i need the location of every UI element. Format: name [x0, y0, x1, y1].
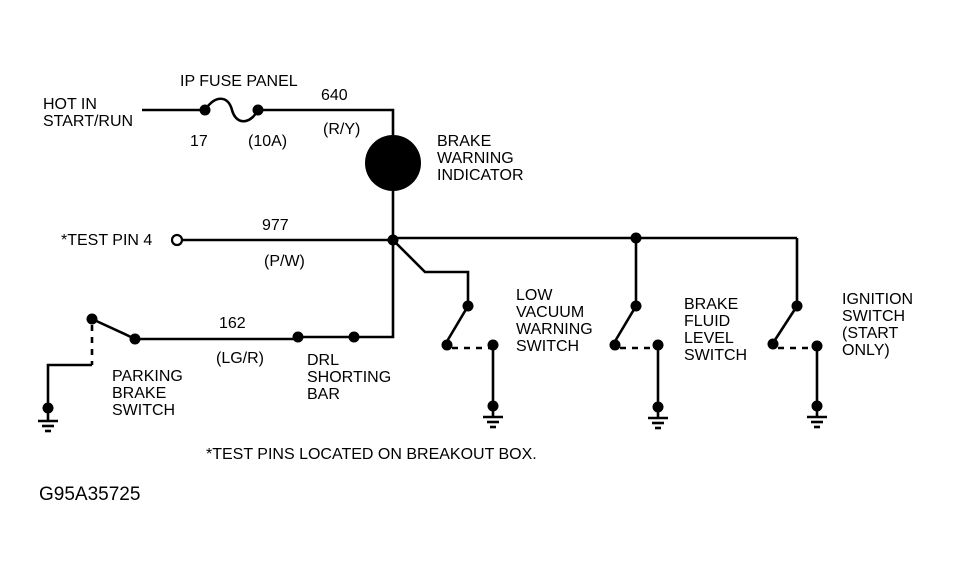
- wire-977-color-label: (P/W): [264, 253, 305, 270]
- brake-fluid-ground-icon: [648, 407, 668, 430]
- ignition-ground-icon: [807, 406, 827, 429]
- low-vacuum-arm: [444, 305, 470, 344]
- brake-fluid-switch-label: BRAKE FLUID LEVEL SWITCH: [684, 296, 748, 364]
- ignition-pivot: [767, 338, 779, 350]
- fuse-panel-label: IP FUSE PANEL: [180, 73, 298, 90]
- bulb-filament: [381, 140, 405, 190]
- parking-brake-ground-wire: [46, 363, 92, 408]
- parking-brake-terminal: [129, 333, 141, 345]
- wire-640-label: 640: [321, 87, 348, 104]
- fuse-symbol: [203, 97, 260, 123]
- drl-shorting-bar-label: DRL SHORTING BAR: [307, 352, 392, 403]
- low-vacuum-pivot: [441, 339, 453, 351]
- footnote: *TEST PINS LOCATED ON BREAKOUT BOX.: [206, 446, 537, 463]
- brake-fluid-arm: [612, 305, 638, 344]
- wire-640-color-label: (R/Y): [323, 121, 361, 138]
- wire-640: [258, 108, 395, 140]
- fuse-rating-label: (10A): [248, 133, 288, 150]
- low-vacuum-switch-label: LOW VACUUM WARNING SWITCH: [516, 287, 593, 355]
- figure-code: G95A35725: [39, 484, 141, 505]
- test-pin-label: *TEST PIN 4: [61, 232, 153, 249]
- wire-162-vertical: [354, 240, 395, 339]
- parking-brake-switch-label: PARKING BRAKE SWITCH: [112, 368, 183, 419]
- parking-brake-arm: [91, 317, 132, 339]
- wire-977-label: 977: [262, 217, 289, 234]
- ignition-arm: [771, 305, 799, 344]
- ignition-switch-label: IGNITION SWITCH (START ONLY): [842, 291, 914, 359]
- parking-brake-ground-icon: [38, 408, 58, 433]
- fuse-number-label: 17: [190, 133, 208, 150]
- test-pin-4: [170, 233, 184, 247]
- wire-low-vacuum: [392, 239, 470, 306]
- hot-in-label: HOT IN START/RUN: [43, 96, 134, 130]
- brake-warning-indicator-label: BRAKE WARNING INDICATOR: [437, 133, 524, 184]
- brake-warning-bulb: [365, 135, 421, 191]
- brake-fluid-pivot: [609, 339, 621, 351]
- wire-162-label: 162: [219, 315, 246, 332]
- wire-162-color-label: (LG/R): [216, 350, 264, 367]
- low-vacuum-ground-icon: [483, 406, 503, 429]
